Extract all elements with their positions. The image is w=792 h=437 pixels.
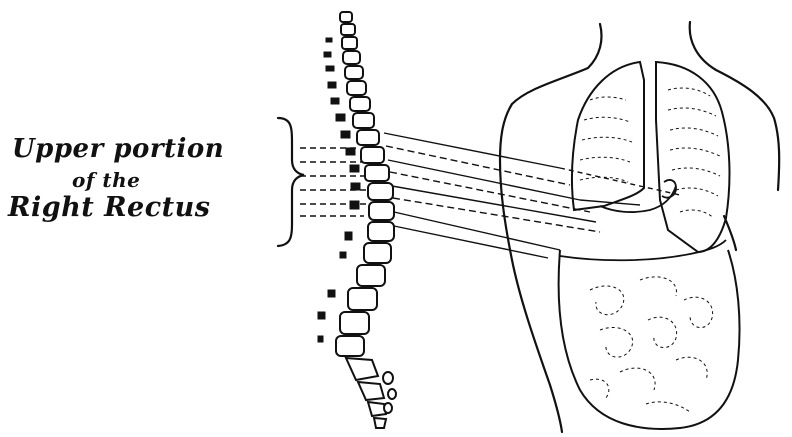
lung-texture: [580, 88, 720, 218]
intestine-texture: [590, 277, 713, 412]
reflex-lines: [384, 133, 680, 258]
spine-vertebrae: [336, 12, 396, 428]
label-brace: [278, 118, 304, 246]
lungs: [572, 62, 730, 252]
abdomen: [559, 250, 740, 429]
